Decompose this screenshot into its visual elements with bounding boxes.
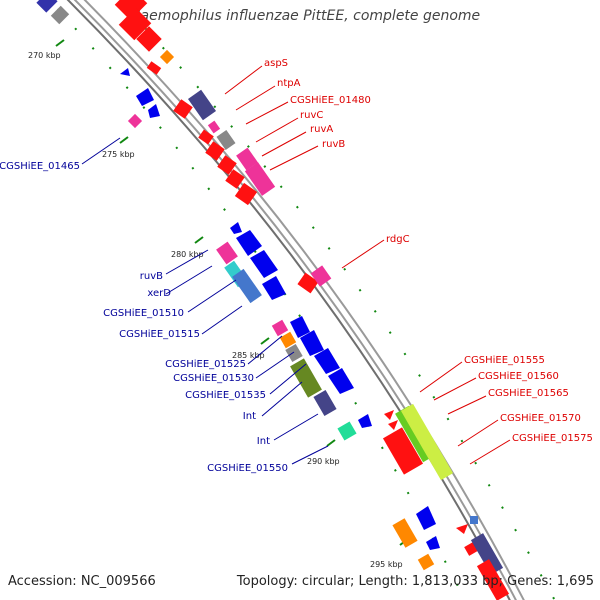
gene-arrow xyxy=(262,276,286,300)
gene-label-int-1[interactable]: Int xyxy=(243,411,256,422)
tick-285: 285 kbp xyxy=(232,337,270,360)
tick-270: 270 kbp xyxy=(28,39,65,60)
gene-arrow xyxy=(120,68,130,76)
gene-arrow xyxy=(328,368,354,394)
gene-label-cgshiee-01560[interactable]: CGSHiEE_01560 xyxy=(478,371,559,382)
reverse-labels: CGSHiEE_01465 ruvB xerD CGSHiEE_01510 CG… xyxy=(0,161,288,474)
svg-text:290 kbp: 290 kbp xyxy=(307,457,340,466)
tick-280: 280 kbp xyxy=(171,236,204,259)
reverse-strand-genes xyxy=(36,0,440,571)
reverse-leader-lines xyxy=(81,137,329,465)
gene-arrow xyxy=(230,222,242,234)
forward-labels: aspS ntpA CGSHiEE_01480 ruvC ruvA ruvB r… xyxy=(264,58,593,444)
gene-label-aspS[interactable]: aspS xyxy=(264,58,288,69)
topology-text: Topology: circular; Length: 1,813,033 bp… xyxy=(236,574,594,589)
gene-label-cgshiee-01555[interactable]: CGSHiEE_01555 xyxy=(464,355,545,366)
gene-label-cgshiee-01530[interactable]: CGSHiEE_01530 xyxy=(173,373,254,384)
gene-label-cgshiee-01570[interactable]: CGSHiEE_01570 xyxy=(500,413,581,424)
gene-arrow xyxy=(314,348,340,374)
gene-label-ntpA[interactable]: ntpA xyxy=(277,78,301,89)
gene-label-cgshiee-01510[interactable]: CGSHiEE_01510 xyxy=(103,308,184,319)
gene-arrow xyxy=(384,410,394,420)
gene-arrow xyxy=(358,414,372,428)
gene-label-cgshiee-01465[interactable]: CGSHiEE_01465 xyxy=(0,161,80,172)
gene-label-int-2[interactable]: Int xyxy=(257,436,270,447)
gene-label-ruvC[interactable]: ruvC xyxy=(300,110,323,121)
gene-arrow xyxy=(250,250,278,278)
gene-label-cgshiee-01525[interactable]: CGSHiEE_01525 xyxy=(165,359,246,370)
tick-295: 295 kbp xyxy=(370,538,409,569)
backbone-outer xyxy=(73,0,525,600)
gene-arrow xyxy=(388,420,398,430)
gene-label-ruvB[interactable]: ruvB xyxy=(322,139,345,150)
gene-label-xerD[interactable]: xerD xyxy=(147,288,171,299)
gene-arrow xyxy=(290,316,310,338)
svg-text:280 kbp: 280 kbp xyxy=(171,250,204,259)
gene-arrow xyxy=(416,506,436,530)
gene-arrow xyxy=(456,524,468,534)
forward-strand-genes xyxy=(114,0,510,600)
backbone-band xyxy=(76,0,523,600)
gene-arrow xyxy=(136,88,154,106)
svg-text:285 kbp: 285 kbp xyxy=(232,351,265,360)
gene-label-ruvB-reverse[interactable]: ruvB xyxy=(140,271,163,282)
forward-leader-lines xyxy=(224,65,511,465)
gene-label-cgshiee-01535[interactable]: CGSHiEE_01535 xyxy=(185,390,266,401)
gene-label-cgshiee-01480[interactable]: CGSHiEE_01480 xyxy=(290,95,371,106)
gene-arrow xyxy=(148,104,160,118)
gene-label-cgshiee-01515[interactable]: CGSHiEE_01515 xyxy=(119,329,200,340)
gene-label-cgshiee-01575[interactable]: CGSHiEE_01575 xyxy=(512,433,593,444)
svg-text:275 kbp: 275 kbp xyxy=(102,150,135,159)
gene-label-ruvA[interactable]: ruvA xyxy=(310,124,333,135)
map-title: Haemophilus influenzae PittEE, complete … xyxy=(130,8,481,24)
gene-label-rdgC[interactable]: rdgC xyxy=(386,234,410,245)
tick-275: 275 kbp xyxy=(102,136,135,159)
gene-arrow xyxy=(426,536,440,550)
svg-text:270 kbp: 270 kbp xyxy=(28,51,61,60)
gene-arrow xyxy=(236,230,262,256)
tick-290: 290 kbp xyxy=(307,439,340,466)
dotted-track-inner xyxy=(47,0,467,600)
backbone-inner xyxy=(66,0,511,600)
gene-arrow xyxy=(300,330,324,356)
gene-label-cgshiee-01550[interactable]: CGSHiEE_01550 xyxy=(207,463,288,474)
gene-label-cgshiee-01565[interactable]: CGSHiEE_01565 xyxy=(488,388,569,399)
accession-text: Accession: NC_009566 xyxy=(8,574,156,589)
svg-text:295 kbp: 295 kbp xyxy=(370,560,403,569)
